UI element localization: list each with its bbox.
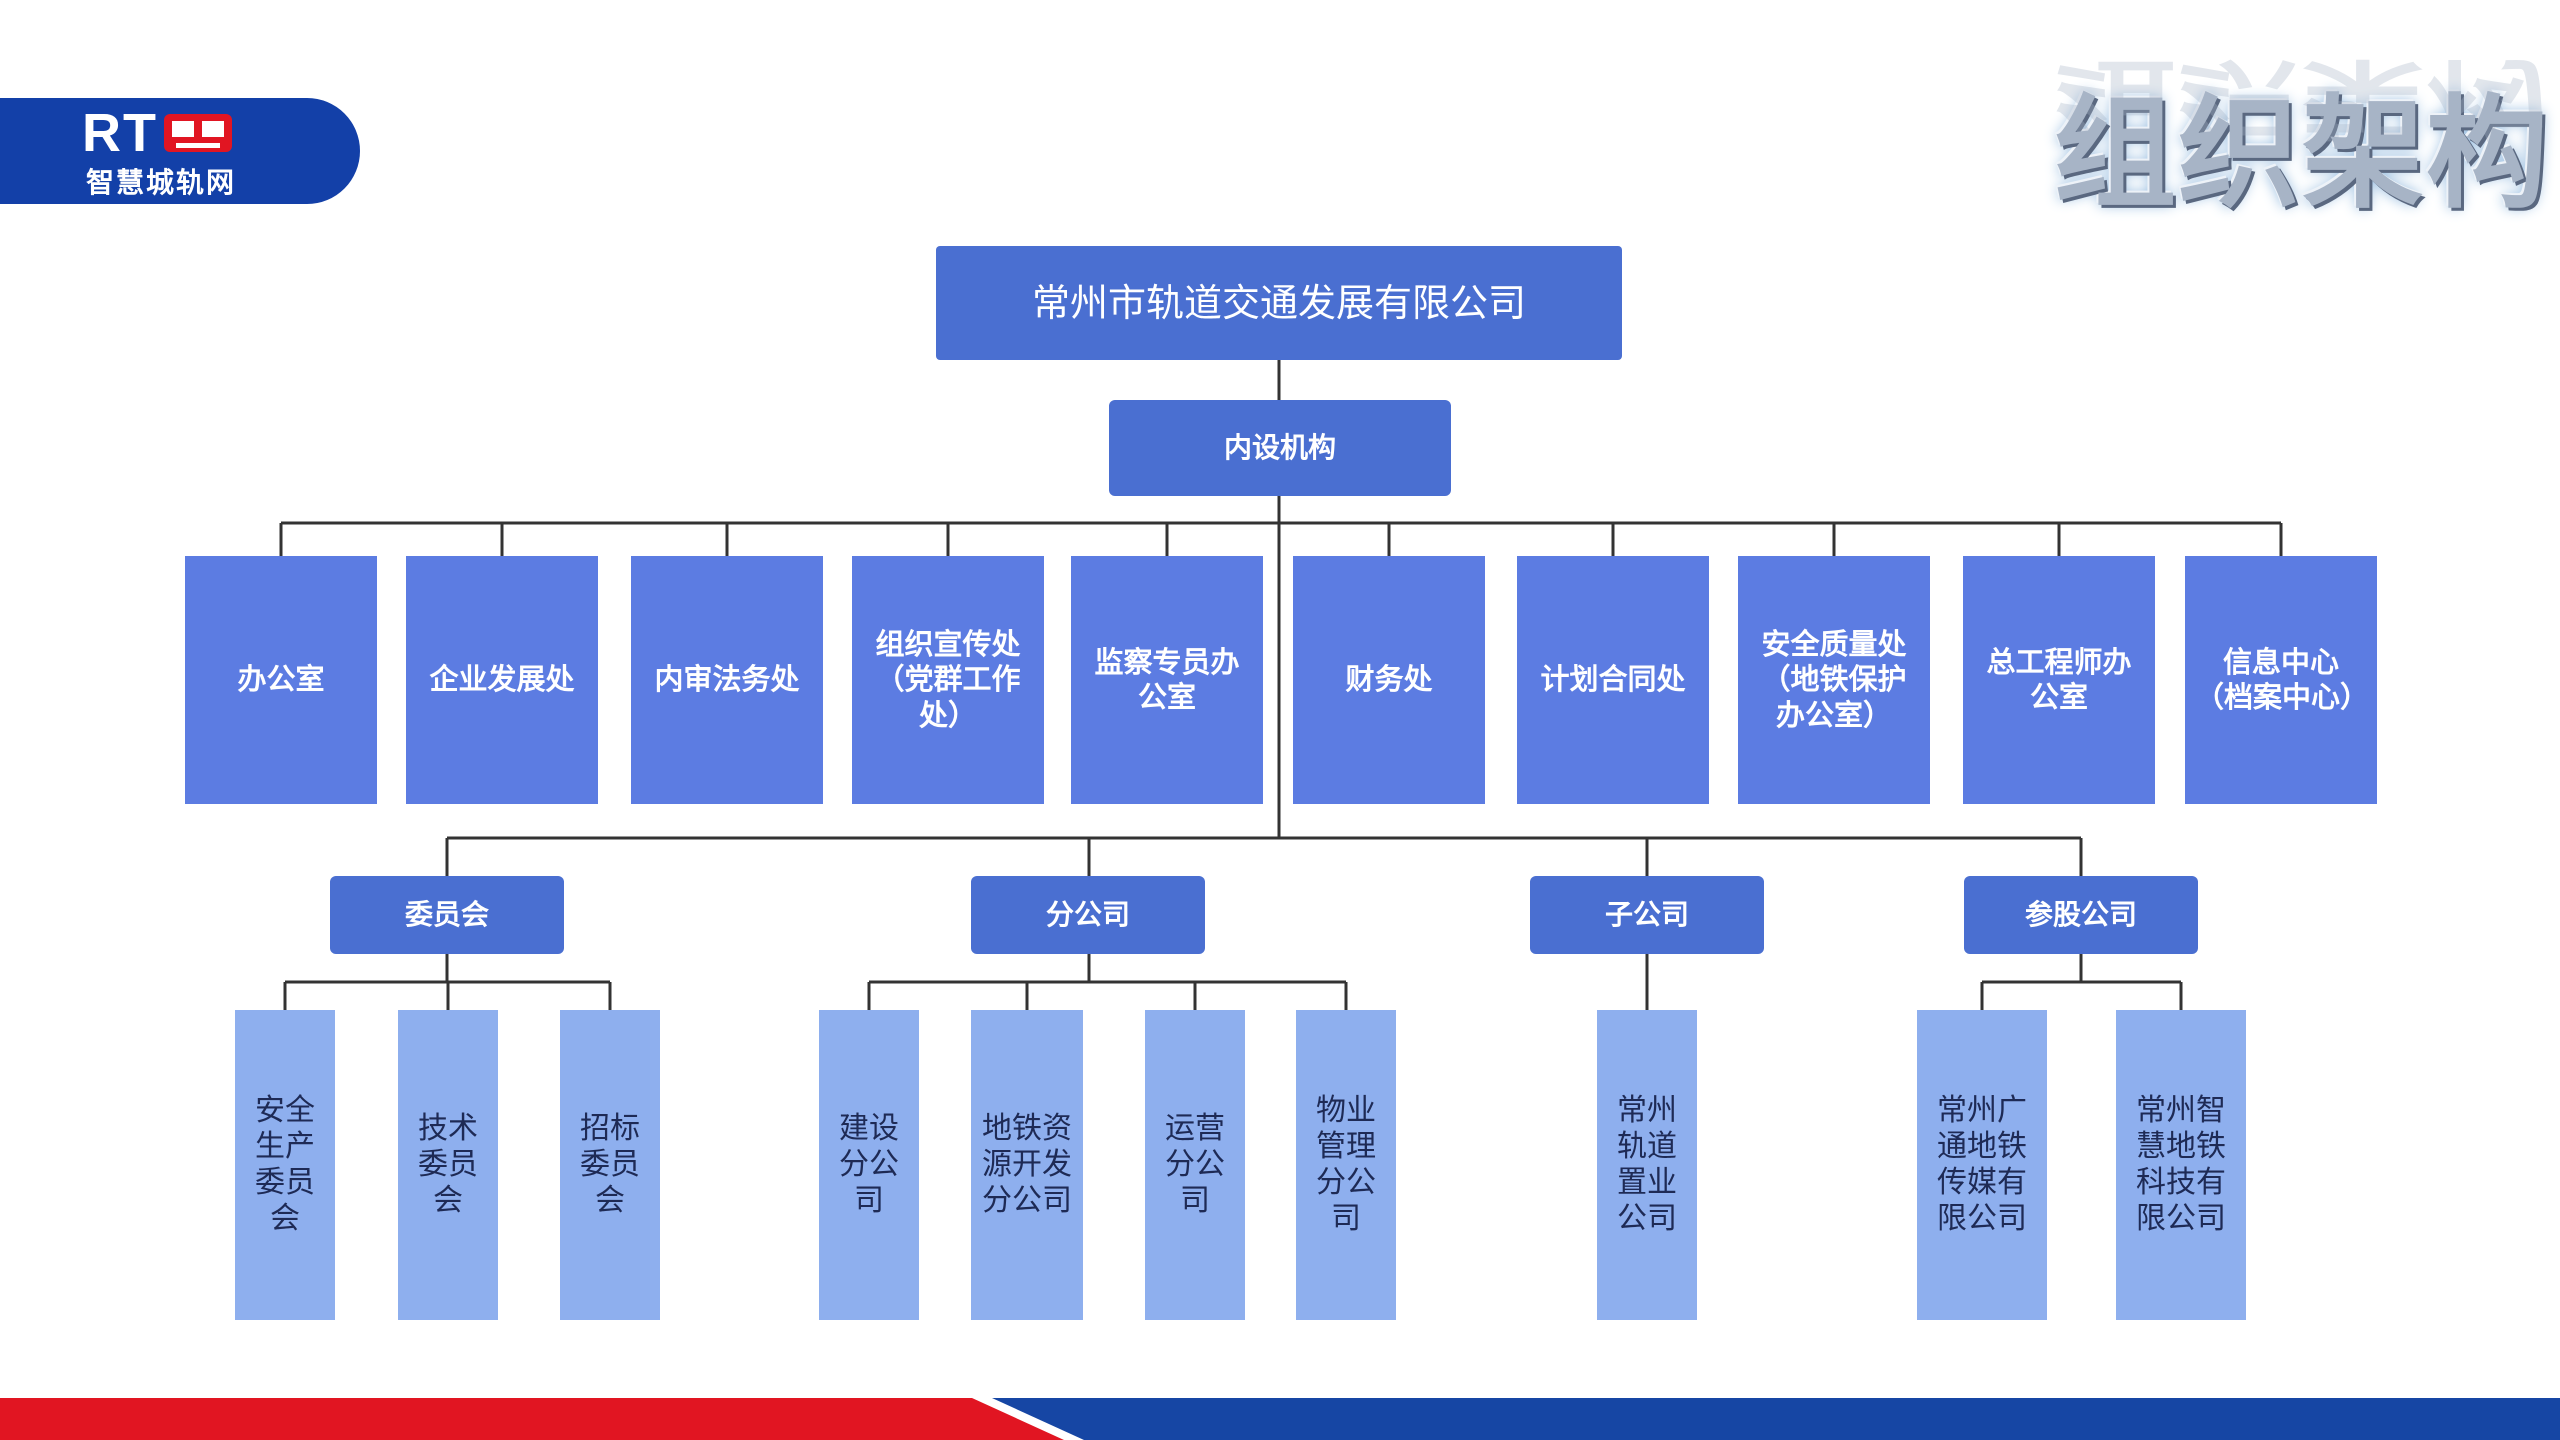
page-title: 组织架构 组织架构	[2040, 55, 2560, 255]
org-root: 常州市轨道交通发展有限公司	[936, 246, 1622, 360]
department-box: 计划合同处	[1517, 556, 1709, 804]
leaf-box: 运营分公司	[1145, 1010, 1245, 1320]
group-header-equity: 参股公司	[1964, 876, 2198, 954]
department-box: 内审法务处	[631, 556, 823, 804]
logo: RT	[82, 103, 234, 163]
department-box: 总工程师办公室	[1963, 556, 2155, 804]
department-box: 组织宣传处（党群工作处）	[852, 556, 1044, 804]
footer-bar-red	[0, 1398, 1100, 1440]
leaf-box: 常州智慧地铁科技有限公司	[2116, 1010, 2246, 1320]
leaf-box: 物业管理分公司	[1296, 1010, 1396, 1320]
leaf-box: 安全生产委员会	[235, 1010, 335, 1320]
department-box: 信息中心（档案中心）	[2185, 556, 2377, 804]
rail-icon	[163, 114, 232, 152]
department-box: 监察专员办公室	[1071, 556, 1263, 804]
leaf-box: 常州轨道置业公司	[1597, 1010, 1697, 1320]
leaf-box: 技术委员会	[398, 1010, 498, 1320]
group-header-branches: 分公司	[971, 876, 1205, 954]
department-box: 企业发展处	[406, 556, 598, 804]
brand-name: 智慧城轨网	[86, 166, 237, 199]
leaf-box: 建设分公司	[819, 1010, 919, 1320]
leaf-box: 招标委员会	[560, 1010, 660, 1320]
leaf-box: 常州广通地铁传媒有限公司	[1917, 1010, 2047, 1320]
group-header-subsidiaries: 子公司	[1530, 876, 1764, 954]
department-box: 安全质量处（地铁保护办公室）	[1738, 556, 1930, 804]
footer-bar-blue	[980, 1398, 2560, 1440]
leaf-box: 地铁资源开发分公司	[971, 1010, 1083, 1320]
group-header-committee: 委员会	[330, 876, 564, 954]
logo-text: RT	[82, 103, 158, 163]
department-box: 财务处	[1293, 556, 1485, 804]
department-box: 办公室	[185, 556, 377, 804]
page-title-text: 组织架构	[2054, 83, 2550, 225]
internal-departments-header: 内设机构	[1109, 400, 1451, 496]
